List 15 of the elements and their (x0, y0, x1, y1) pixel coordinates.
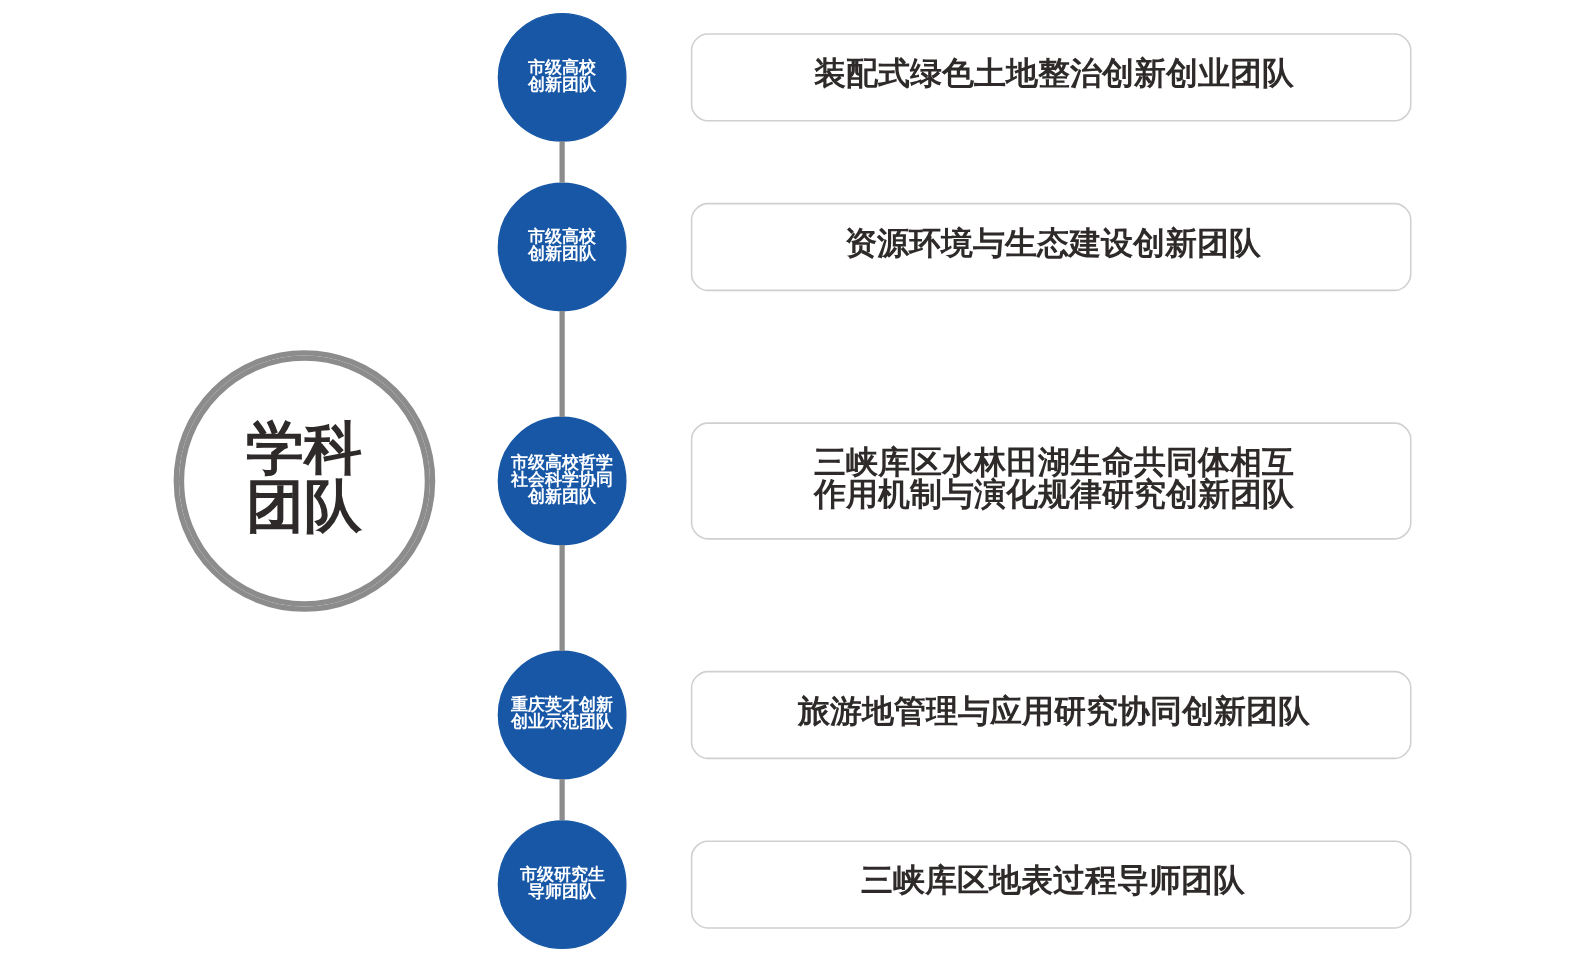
node-circle: 重庆英才创新创业示范团队 (497, 650, 627, 780)
node-circle: 市级高校哲学社会科学协同创新团队 (497, 416, 627, 546)
connector (559, 544, 565, 652)
connector (559, 310, 565, 417)
node-circle: 市级高校创新团队 (497, 12, 627, 142)
connector (559, 778, 565, 821)
node-box: 资源环境与生态建设创新团队 (690, 202, 1412, 292)
node-circle: 学科团队 (173, 350, 435, 612)
node-box: 三峡库区水林田湖生命共同体相互作用机制与演化规律研究创新团队 (690, 422, 1412, 540)
node-box: 装配式绿色土地整治创新创业团队 (690, 33, 1412, 122)
node-box: 旅游地管理与应用研究协同创新团队 (690, 670, 1412, 760)
node-circle: 市级高校创新团队 (497, 182, 627, 312)
node-box: 三峡库区地表过程导师团队 (690, 840, 1412, 929)
connector (559, 141, 565, 183)
node-circle: 市级研究生导师团队 (497, 820, 627, 950)
